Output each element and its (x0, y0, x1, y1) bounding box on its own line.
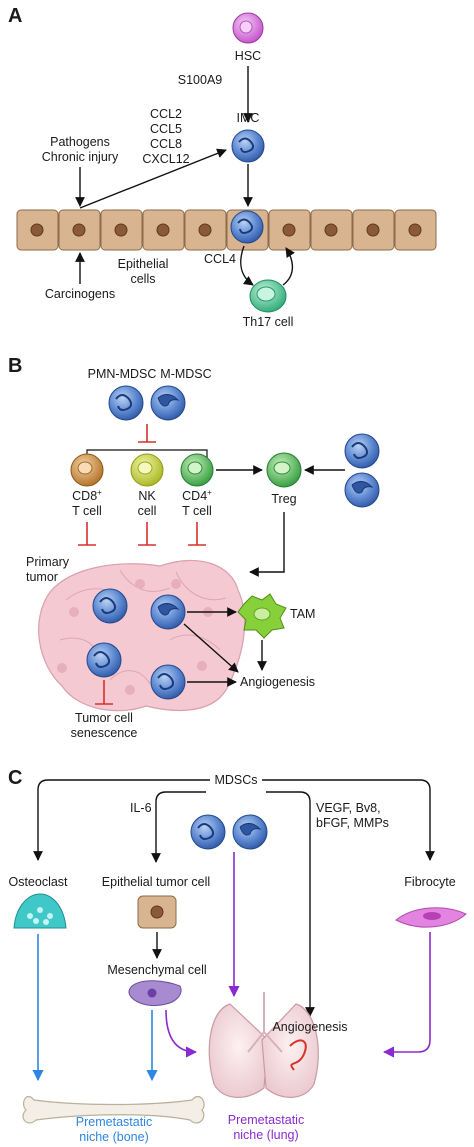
primary-tumor-label-1: Primary (26, 555, 70, 569)
hsc-cell (232, 12, 264, 44)
tumor-mdsc-cells (86, 588, 186, 700)
mdsc-to-angiogenesis-arrow-1 (183, 623, 239, 673)
senescence-inhibition-bar (95, 680, 113, 705)
chronic-injury-label: Chronic injury (42, 150, 119, 164)
bone-illustration (22, 1095, 205, 1124)
cd8-label-line2: T cell (72, 504, 102, 518)
senescence-label-1: Tumor cell (75, 711, 133, 725)
nk-cell (130, 453, 164, 487)
cd4-label-line2: T cell (182, 504, 212, 518)
osteoclast-cell (13, 893, 67, 929)
th17-label: Th17 cell (243, 315, 294, 329)
epithelial-tumor-label: Epithelial tumor cell (102, 875, 210, 889)
niche-lung-label-1: Premetastatic (228, 1113, 304, 1127)
nk-label: NK (138, 489, 156, 503)
pmn-mdsc-label: PMN-MDSC (88, 367, 157, 381)
chemokine-ccl5: CCL5 (150, 122, 182, 136)
mdscs-to-angiogenesis-arrow (266, 791, 315, 1017)
epithelial-cells-label-1: Epithelial (118, 257, 169, 271)
mesenchymal-cell (128, 980, 182, 1007)
panel-a-letter: A (8, 5, 22, 27)
niche-bone-label-2: niche (bone) (79, 1130, 149, 1144)
mdscs-to-osteoclast-arrow (33, 779, 210, 861)
m-mdsc-cell (150, 385, 186, 421)
th17-to-imc-arrow (282, 247, 295, 286)
factors-label-1: VEGF, Bv8, (316, 801, 381, 815)
chemokine-list: CCL2 CCL5 CCL8 CXCL12 (142, 107, 189, 166)
t-cell-inhibition-bars (78, 522, 206, 546)
factors-label-2: bFGF, MMPs (316, 816, 389, 830)
epithelium-row (16, 209, 437, 251)
mdscs-to-epithelial-tumor-arrow (151, 791, 206, 863)
cd8-label: CD8+ (72, 488, 102, 503)
lung-illustration (208, 992, 319, 1098)
angiogenesis-label-c: Angiogenesis (272, 1020, 347, 1034)
fibrocyte-label: Fibrocyte (404, 875, 455, 889)
senescence-label-2: senescence (71, 726, 138, 740)
treg-to-tumor-arrow (249, 512, 285, 577)
il6-label: IL-6 (130, 801, 152, 815)
angiogenesis-label-b: Angiogenesis (240, 675, 315, 689)
nk-label-line2: cell (138, 504, 157, 518)
imc-to-th17-arrow (240, 245, 254, 286)
imc-label: IMC (237, 111, 260, 125)
fibrocyte-cell (395, 907, 467, 928)
niche-lung-label-2: niche (lung) (233, 1128, 298, 1142)
infiltrating-imc-cell (230, 210, 264, 244)
m-mdsc-label: M-MDSC (160, 367, 211, 381)
cd8-t-cell (70, 453, 104, 487)
treg-label: Treg (271, 492, 296, 506)
primary-tumor-mass (38, 559, 246, 712)
chemokine-ccl2: CCL2 (150, 107, 182, 121)
chemokine-cxcl12: CXCL12 (142, 152, 189, 166)
tam-label: TAM (290, 607, 315, 621)
chemokine-ccl8: CCL8 (150, 137, 182, 151)
imc-cell (231, 129, 265, 163)
osteoclast-label: Osteoclast (8, 875, 68, 889)
panel-b-letter: B (8, 355, 22, 377)
pathogens-label: Pathogens (50, 135, 110, 149)
mesenchymal-to-lung-arrow (165, 1009, 198, 1058)
pmn-mdsc-cell (108, 385, 144, 421)
hsc-label: HSC (235, 49, 261, 63)
th17-cell (249, 279, 287, 313)
cd4-t-cell (180, 453, 214, 487)
mdscs-label: MDSCs (214, 773, 257, 787)
treg-cell (266, 452, 302, 488)
s100a9-label: S100A9 (178, 73, 223, 87)
cd4-label: CD4+ (182, 488, 212, 503)
mdsc-pair-right (344, 433, 380, 508)
fibrocyte-to-lung-arrow (382, 932, 431, 1058)
niche-bone-label-1: Premetastatic (76, 1115, 152, 1129)
carcinogens-label: Carcinogens (45, 287, 115, 301)
ccl4-label: CCL4 (204, 252, 236, 266)
tam-cell (237, 593, 287, 639)
epithelium-to-imc-arrow (79, 148, 227, 209)
mesenchymal-label: Mesenchymal cell (107, 963, 206, 977)
primary-tumor-label-2: tumor (26, 570, 58, 584)
epithelial-tumor-cell (137, 895, 177, 929)
panel-c-letter: C (8, 767, 22, 789)
mdsc-pair-c (190, 814, 268, 850)
mdscs-to-fibrocyte-arrow (262, 779, 435, 861)
epithelial-cells-label-2: cells (130, 272, 155, 286)
mdsc-inhibition-bar (138, 424, 156, 443)
